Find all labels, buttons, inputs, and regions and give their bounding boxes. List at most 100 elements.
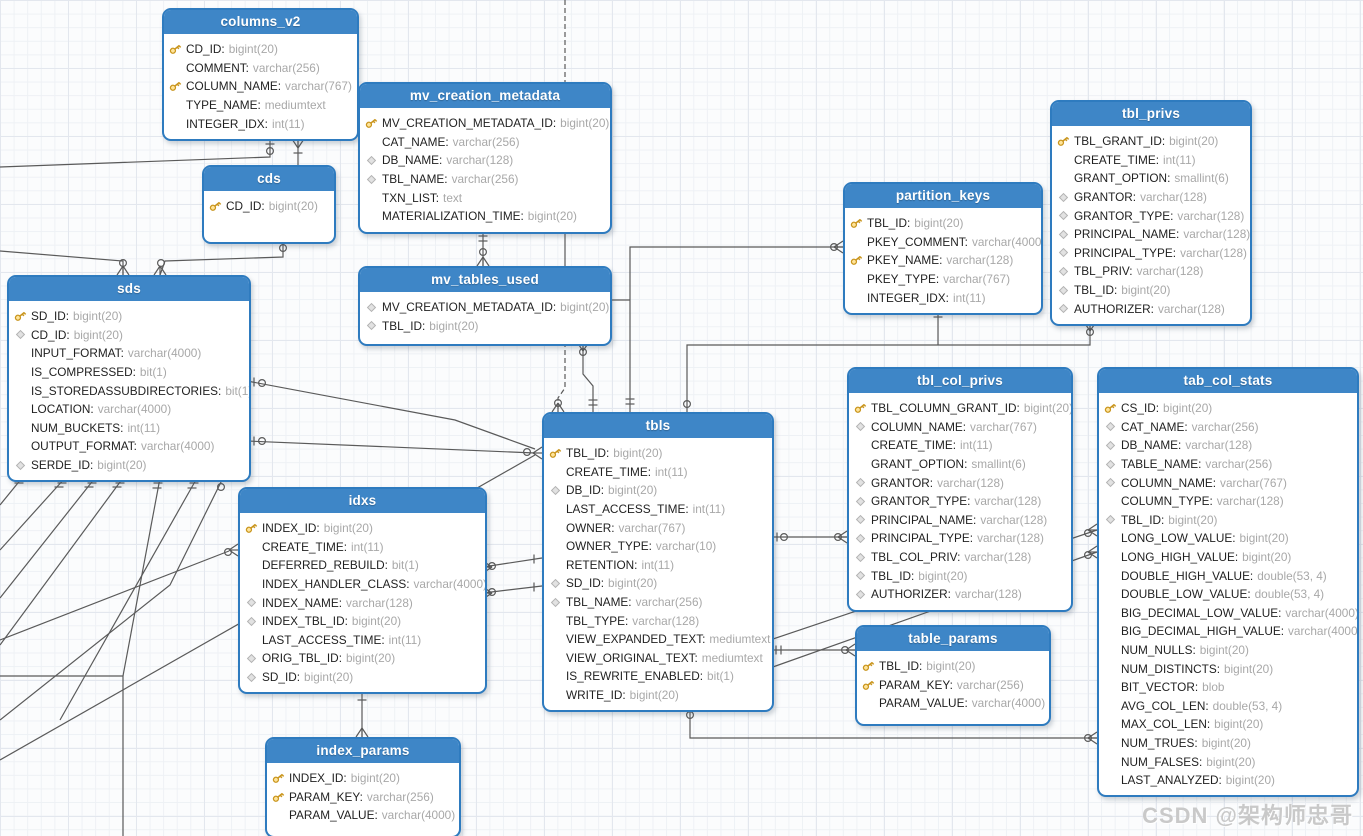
field-row: SD_ID:bigint(20) bbox=[240, 668, 485, 687]
field-name: IS_COMPRESSED: bbox=[31, 365, 136, 380]
key-icon bbox=[245, 524, 257, 534]
field-row: COMMENT:varchar(256) bbox=[164, 59, 357, 78]
field-type: varchar(256) bbox=[452, 134, 520, 149]
field-type: varchar(4000) bbox=[381, 808, 456, 823]
field-list: INDEX_ID:bigint(20)CREATE_TIME:int(11)DE… bbox=[240, 515, 485, 692]
connector bbox=[59, 477, 199, 721]
field-type: int(11) bbox=[960, 438, 993, 453]
field-row: NUM_TRUES:bigint(20) bbox=[1099, 734, 1357, 753]
field-name: LONG_LOW_VALUE: bbox=[1121, 531, 1236, 546]
field-row: ORIG_TBL_ID:bigint(20) bbox=[240, 649, 485, 668]
table-title[interactable]: idxs bbox=[240, 489, 485, 515]
field-name: TBL_COLUMN_GRANT_ID: bbox=[871, 401, 1020, 416]
field-type: bit(1) bbox=[391, 558, 419, 573]
field-row: TBL_COLUMN_GRANT_ID:bigint(20) bbox=[849, 399, 1071, 418]
connector bbox=[482, 582, 543, 600]
field-name: MAX_COL_LEN: bbox=[1121, 717, 1211, 732]
fk-diamond-icon bbox=[855, 552, 865, 562]
table-title[interactable]: mv_tables_used bbox=[360, 268, 610, 294]
field-name: TXN_LIST: bbox=[382, 190, 440, 205]
field-row: LAST_ACCESS_TIME:int(11) bbox=[544, 500, 772, 519]
key-icon-slot bbox=[164, 79, 186, 93]
connector bbox=[0, 139, 275, 168]
table-title[interactable]: partition_keys bbox=[845, 184, 1041, 210]
field-row: AVG_COL_LEN:double(53, 4) bbox=[1099, 697, 1357, 716]
field-type: bigint(20) bbox=[1225, 773, 1275, 788]
fk-icon-slot bbox=[849, 533, 871, 544]
field-row: INPUT_FORMAT:varchar(4000) bbox=[9, 344, 249, 363]
field-name: PKEY_TYPE: bbox=[867, 272, 940, 287]
table-title[interactable]: tab_col_stats bbox=[1099, 369, 1357, 395]
key-icon-slot bbox=[857, 659, 879, 673]
field-row: CREATE_TIME:int(11) bbox=[544, 463, 772, 482]
field-list: INDEX_ID:bigint(20)PARAM_KEY:varchar(256… bbox=[267, 765, 459, 836]
table-title[interactable]: table_params bbox=[857, 627, 1049, 653]
field-row: LAST_ANALYZED:bigint(20) bbox=[1099, 771, 1357, 790]
field-name: NUM_BUCKETS: bbox=[31, 420, 124, 435]
field-name: GRANT_OPTION: bbox=[871, 457, 968, 472]
key-icon-slot bbox=[1052, 134, 1074, 148]
field-name: VIEW_ORIGINAL_TEXT: bbox=[566, 650, 698, 665]
watermark: CSDN @架构师忠哥 bbox=[1142, 803, 1353, 828]
table-title[interactable]: cds bbox=[204, 167, 334, 193]
table-title[interactable]: index_params bbox=[267, 739, 459, 765]
table-title[interactable]: tbl_privs bbox=[1052, 102, 1250, 128]
field-name: TBL_ID: bbox=[1074, 283, 1118, 298]
fk-diamond-icon bbox=[550, 597, 560, 607]
key-icon bbox=[169, 82, 181, 92]
field-name: DEFERRED_REBUILD: bbox=[262, 558, 388, 573]
field-type: varchar(128) bbox=[1183, 227, 1251, 242]
fk-diamond-icon bbox=[366, 302, 376, 312]
table-title[interactable]: tbls bbox=[544, 414, 772, 440]
field-row: SERDE_ID:bigint(20) bbox=[9, 456, 249, 475]
fk-icon-slot bbox=[240, 672, 262, 683]
field-type: bigint(20) bbox=[345, 651, 396, 666]
field-name: CREATE_TIME: bbox=[262, 539, 347, 554]
field-type: int(11) bbox=[388, 632, 422, 647]
field-name: TBL_TYPE: bbox=[566, 613, 629, 628]
connector bbox=[355, 690, 369, 738]
field-type: bigint(20) bbox=[560, 116, 610, 131]
field-row: WRITE_ID:bigint(20) bbox=[544, 686, 772, 705]
field-type: varchar(128) bbox=[980, 512, 1048, 527]
field-row: BIT_VECTOR:blob bbox=[1099, 678, 1357, 697]
fk-icon-slot bbox=[360, 302, 382, 313]
fk-diamond-icon bbox=[1105, 515, 1115, 525]
table-title[interactable]: sds bbox=[9, 277, 249, 303]
field-row: CAT_NAME:varchar(256) bbox=[1099, 418, 1357, 437]
field-row: COLUMN_NAME:varchar(767) bbox=[849, 418, 1071, 437]
field-type: varchar(256) bbox=[366, 789, 434, 804]
table-title[interactable]: columns_v2 bbox=[164, 10, 357, 36]
fk-diamond-icon bbox=[550, 578, 560, 589]
field-type: varchar(4000) bbox=[97, 402, 172, 417]
table-title[interactable]: tbl_col_privs bbox=[849, 369, 1071, 395]
field-name: PRINCIPAL_NAME: bbox=[1074, 227, 1180, 242]
field-name: INDEX_ID: bbox=[289, 771, 347, 786]
field-row: OWNER:varchar(767) bbox=[544, 518, 772, 537]
field-row: PARAM_KEY:varchar(256) bbox=[267, 788, 459, 807]
field-type: int(11) bbox=[127, 420, 160, 435]
field-type: varchar(256) bbox=[451, 172, 519, 187]
table-title[interactable]: mv_creation_metadata bbox=[360, 84, 610, 110]
field-name: PKEY_COMMENT: bbox=[867, 234, 968, 249]
key-icon bbox=[862, 680, 874, 690]
key-icon-slot bbox=[360, 116, 382, 130]
field-name: TYPE_NAME: bbox=[186, 98, 261, 113]
fk-icon-slot bbox=[1052, 266, 1074, 277]
key-icon-slot bbox=[857, 678, 879, 692]
field-row: OUTPUT_FORMAT:varchar(4000) bbox=[9, 437, 249, 456]
